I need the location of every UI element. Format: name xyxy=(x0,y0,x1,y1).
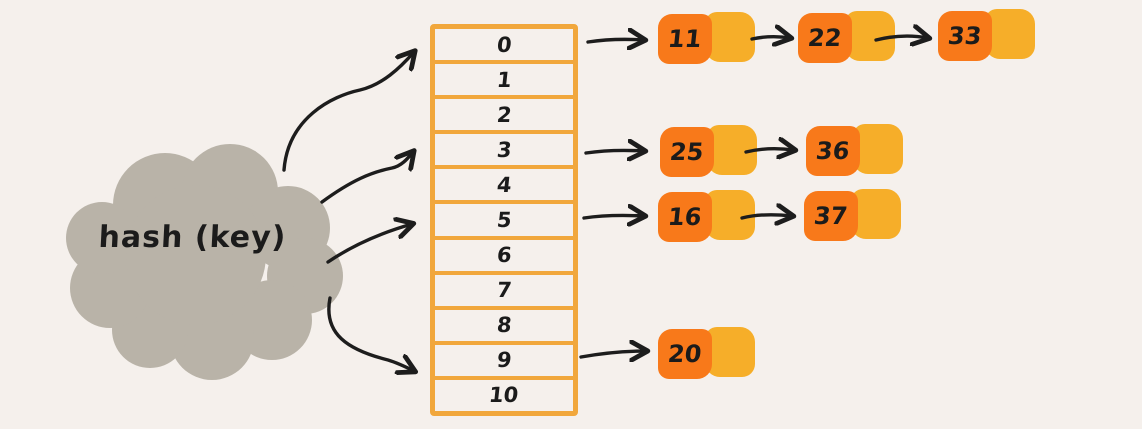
node-value: 16 xyxy=(658,192,712,242)
node-value: 36 xyxy=(806,126,860,176)
bucket-0-label: 0 xyxy=(495,32,513,57)
bucket-10-label: 10 xyxy=(488,383,520,408)
node-next-pointer xyxy=(845,11,895,61)
cloud-shape xyxy=(66,144,343,380)
bucket-9-label: 9 xyxy=(495,348,513,373)
bucket-10: 10 xyxy=(435,380,573,411)
node-value: 11 xyxy=(658,14,712,64)
list-node-20: 20 xyxy=(658,327,755,379)
node-value-text: 36 xyxy=(814,137,852,165)
node-value-text: 16 xyxy=(666,203,704,231)
node-next-pointer xyxy=(985,9,1035,59)
node-value-text: 20 xyxy=(666,340,704,368)
node-value-text: 37 xyxy=(812,202,850,230)
bucket-1-label: 1 xyxy=(495,67,513,92)
arrow-bucket-9-to-node-20 xyxy=(579,351,646,357)
bucket-5: 5 xyxy=(435,204,573,240)
list-node-36: 36 xyxy=(806,124,903,176)
arrow-bucket-0-to-node-11 xyxy=(586,39,644,42)
node-next-pointer xyxy=(853,124,903,174)
node-next-pointer xyxy=(851,189,901,239)
bucket-6: 6 xyxy=(435,240,573,275)
bucket-7-label: 7 xyxy=(495,278,513,303)
bucket-6-label: 6 xyxy=(495,243,513,268)
node-next-pointer xyxy=(705,12,755,62)
node-next-pointer xyxy=(705,190,755,240)
bucket-3-label: 3 xyxy=(495,137,513,162)
node-value-text: 25 xyxy=(668,138,706,166)
hash-function-label: hash (key) xyxy=(97,220,288,255)
list-node-16: 16 xyxy=(658,190,755,242)
node-value: 33 xyxy=(938,11,992,61)
list-node-25: 25 xyxy=(660,125,757,177)
bucket-9: 9 xyxy=(435,345,573,380)
node-value: 22 xyxy=(798,13,852,63)
node-value-text: 22 xyxy=(806,24,844,52)
node-next-pointer xyxy=(705,327,755,377)
node-value: 25 xyxy=(660,127,714,177)
node-value: 20 xyxy=(658,329,712,379)
bucket-4-label: 4 xyxy=(495,172,513,197)
node-value: 37 xyxy=(804,191,858,241)
arrow-cloud-to-bucket-0 xyxy=(282,52,414,172)
bucket-8-label: 8 xyxy=(495,313,513,338)
arrow-bucket-5-to-node-16 xyxy=(582,215,644,218)
bucket-2-label: 2 xyxy=(495,102,513,127)
bucket-8: 8 xyxy=(435,310,573,345)
bucket-4: 4 xyxy=(435,169,573,205)
bucket-5-label: 5 xyxy=(495,208,513,233)
list-node-22: 22 xyxy=(798,11,895,63)
node-value-text: 11 xyxy=(666,25,704,53)
node-value-text: 33 xyxy=(946,22,984,50)
list-node-11: 11 xyxy=(658,12,755,64)
list-node-33: 33 xyxy=(938,9,1035,61)
arrow-cloud-to-bucket-5 xyxy=(326,224,412,264)
bucket-7: 7 xyxy=(435,275,573,310)
list-node-37: 37 xyxy=(804,189,901,241)
bucket-3: 3 xyxy=(435,134,573,170)
arrow-bucket-3-to-node-25 xyxy=(584,150,644,153)
node-next-pointer xyxy=(707,125,757,175)
arrow-cloud-to-bucket-3 xyxy=(320,152,413,204)
arrow-node-11-to-node-22 xyxy=(750,37,790,39)
bucket-1: 1 xyxy=(435,64,573,100)
arrow-cloud-to-bucket-9 xyxy=(327,296,414,371)
bucket-2: 2 xyxy=(435,99,573,135)
bucket-0: 0 xyxy=(435,29,573,65)
bucket-array: 0 1 2 3 4 5 6 7 8 9 10 xyxy=(430,24,578,416)
